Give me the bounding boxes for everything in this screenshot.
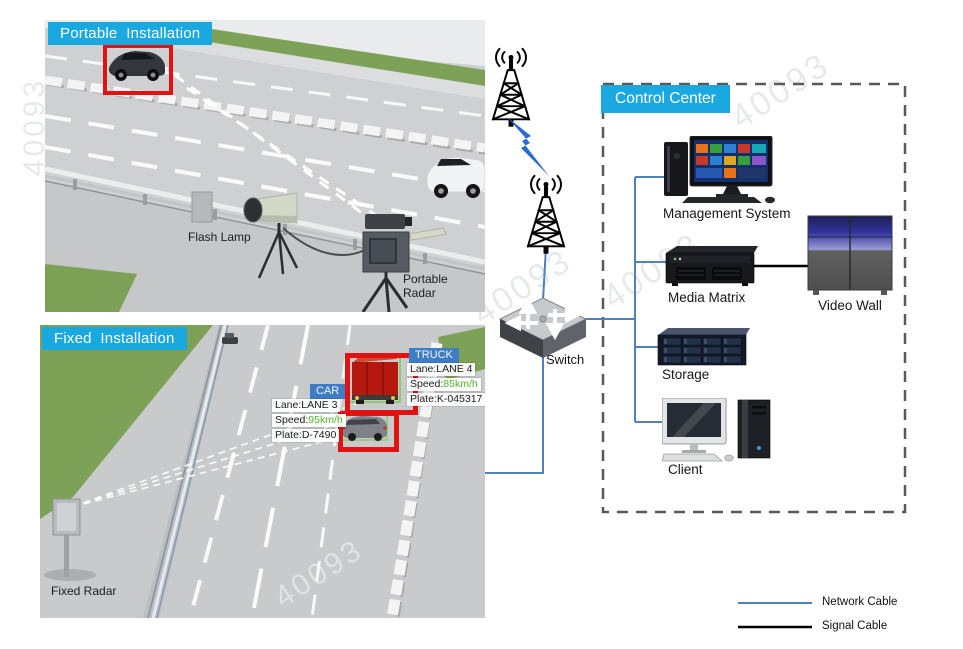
vehicle-lane: Lane:LANE 4 (407, 363, 476, 376)
storage-label: Storage (662, 367, 710, 382)
control-center-border (601, 82, 907, 514)
switch-icon (498, 296, 588, 365)
highlight-box (338, 411, 399, 452)
highlight-box (103, 44, 173, 95)
client-label: Client (668, 462, 703, 477)
fixed-scene (40, 325, 485, 618)
portable-scene (45, 20, 485, 312)
management-system-icon (658, 135, 786, 209)
signal-cables (738, 264, 812, 629)
media-matrix-icon (664, 243, 758, 292)
truck-icon (345, 354, 401, 404)
flash-lamp-label: Flash Lamp (188, 230, 251, 244)
media-matrix-label: Media Matrix (668, 290, 746, 305)
vehicle-annotation-car: Lane:LANE 3 Speed:95km/h Plate:D-7490 (272, 399, 346, 444)
car-icon (109, 51, 165, 81)
fixed-radar-icon (44, 498, 96, 581)
portable-radar-icon (361, 214, 447, 312)
vehicle-speed: Speed:85km/h (407, 378, 481, 391)
vehicle-type-badge-car: CAR (310, 384, 346, 399)
antenna-tower-icon (526, 174, 566, 255)
control-center-title: Control Center (601, 85, 730, 113)
portable-radar-label: Portable Radar (403, 272, 448, 300)
car-icon (426, 156, 485, 198)
video-wall-icon (806, 214, 894, 303)
car-icon (339, 412, 388, 441)
management-system-label: Management System (663, 206, 791, 221)
fixed-radar-label: Fixed Radar (51, 584, 117, 598)
fixed-installation-image: CAR Lane:LANE 3 Speed:95km/h Plate:D-749… (40, 325, 485, 618)
vehicle-lane: Lane:LANE 3 (272, 399, 341, 412)
switch-label: Switch (546, 352, 585, 367)
flash-lamp-icon (243, 192, 299, 279)
legend-network-cable-label: Network Cable (822, 596, 898, 608)
vehicle-plate: Plate:D-7490 (272, 429, 340, 442)
storage-icon (656, 326, 752, 373)
portable-installation-image: Flash Lamp Portable Radar (45, 20, 485, 312)
car-icon (222, 333, 238, 344)
vehicle-speed: Speed:95km/h (272, 414, 346, 427)
vehicle-plate: Plate:K-045317 (407, 393, 485, 406)
vehicle-annotation-truck: Lane:LANE 4 Speed:85km/h Plate:K-045317 (407, 363, 485, 408)
antenna-tower-icon (491, 47, 531, 128)
portable-installation-title: Portable Installation (48, 22, 213, 45)
network-cables (485, 176, 812, 604)
legend-signal-cable-label: Signal Cable (822, 620, 888, 632)
video-wall-label: Video Wall (818, 298, 882, 313)
fixed-installation-title: Fixed Installation (42, 327, 187, 350)
vehicle-type-badge-truck: TRUCK (409, 348, 459, 363)
client-icon (661, 397, 774, 467)
